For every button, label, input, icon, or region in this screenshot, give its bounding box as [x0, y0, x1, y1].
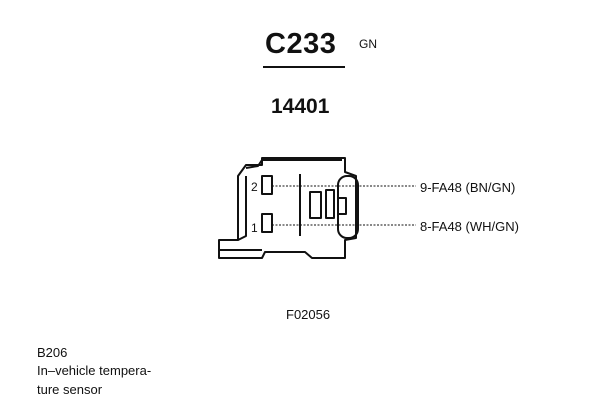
pin-2-number: 2	[251, 180, 258, 194]
title-underline	[263, 66, 345, 68]
pin-1-circuit-label: 8-FA48 (WH/GN)	[420, 219, 519, 234]
connector-top-ridge	[245, 159, 342, 169]
connector-inner-wall	[237, 176, 247, 241]
component-ref: B206	[37, 345, 68, 360]
component-description-line1: In–vehicle tempera-	[37, 363, 152, 378]
connector-color-code: GN	[359, 37, 377, 51]
part-number: 14401	[271, 95, 330, 118]
pin-1-number: 1	[251, 221, 258, 235]
figure-code: F02056	[286, 307, 331, 322]
center-cavity-right	[325, 189, 335, 219]
pin-1-cavity	[261, 213, 273, 233]
connector-body	[218, 157, 357, 259]
center-cavity-left	[309, 191, 322, 219]
pin-2-cavity	[261, 175, 273, 195]
component-description-line2: ture sensor	[37, 382, 103, 397]
connector-id: C233	[265, 28, 337, 60]
latch-tab	[337, 197, 347, 215]
pin-2-circuit-label: 9-FA48 (BN/GN)	[420, 180, 516, 195]
